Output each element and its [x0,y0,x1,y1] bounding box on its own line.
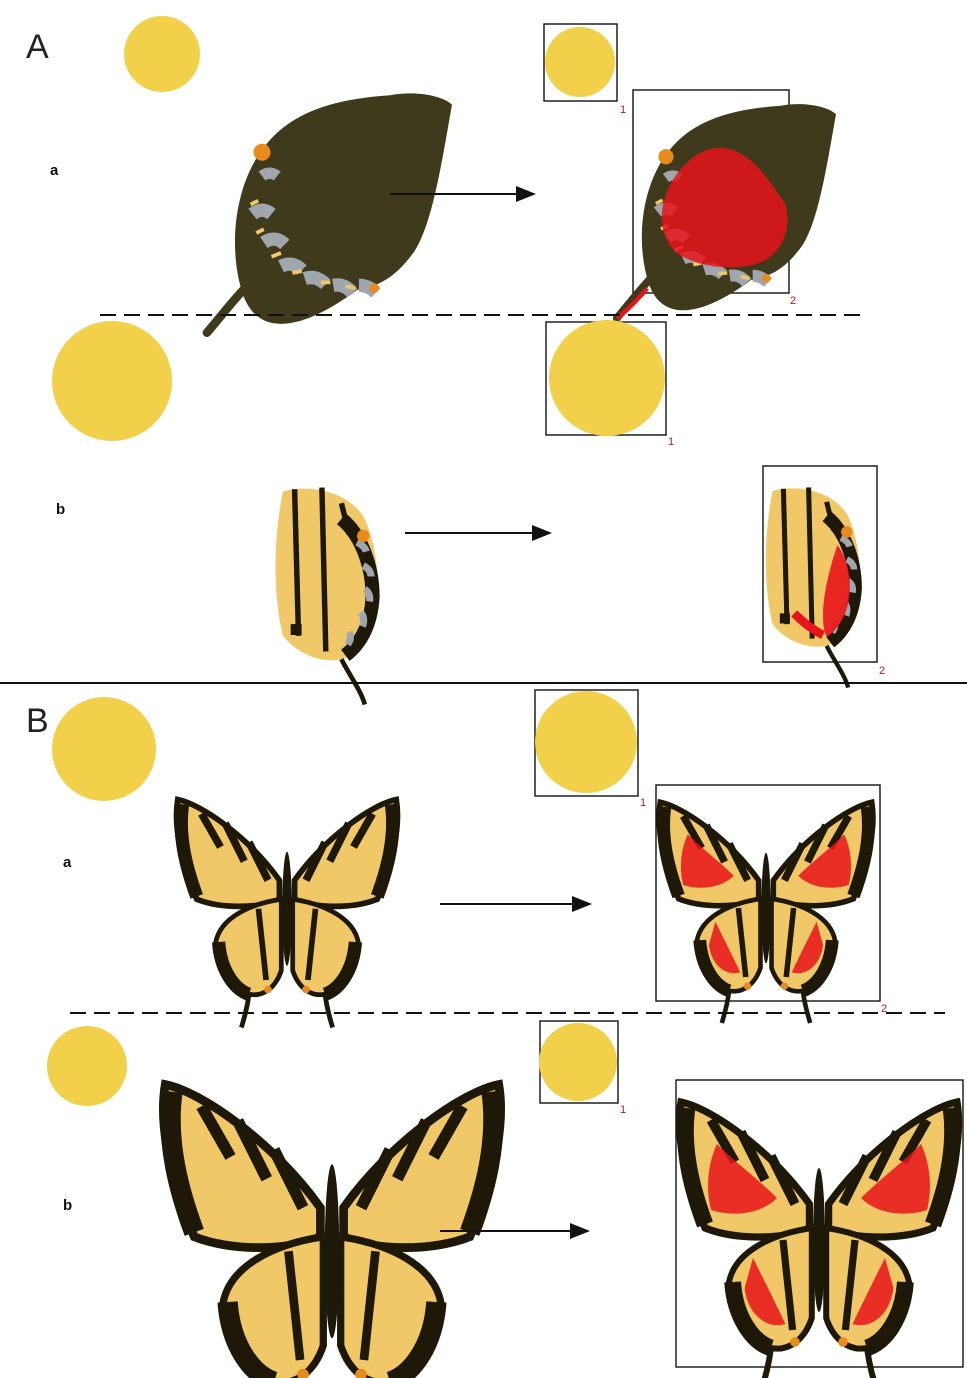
reference-disc [47,1026,127,1106]
box-number: 2 [790,295,796,307]
box-number: 1 [640,797,646,809]
box-number: 1 [668,436,674,448]
segmented-butterfly-large [676,1080,963,1378]
row-label: a [63,854,72,871]
box-number: 2 [879,665,885,677]
specimen-dark-forewing [207,93,452,332]
reference-disc [124,16,200,92]
reference-disc [52,321,172,441]
box-number: 1 [620,104,626,116]
segmented-butterfly [656,785,880,1023]
panel-label: A [26,28,49,66]
reference-disc-box [546,320,666,436]
row-label: b [63,1197,72,1214]
reference-disc [52,697,156,801]
panel-label: B [26,702,49,740]
row-label: b [56,501,65,518]
box-number: 1 [620,1104,626,1116]
specimen-butterfly [177,800,398,1028]
reference-disc-box [544,24,617,101]
reference-disc-box [539,1021,618,1103]
segmented-yellow-forewing [763,466,877,688]
reference-disc-box [535,690,638,796]
segmented-dark-forewing [617,90,836,318]
row-label: a [50,162,59,179]
specimen-yellow-forewing [276,488,378,705]
